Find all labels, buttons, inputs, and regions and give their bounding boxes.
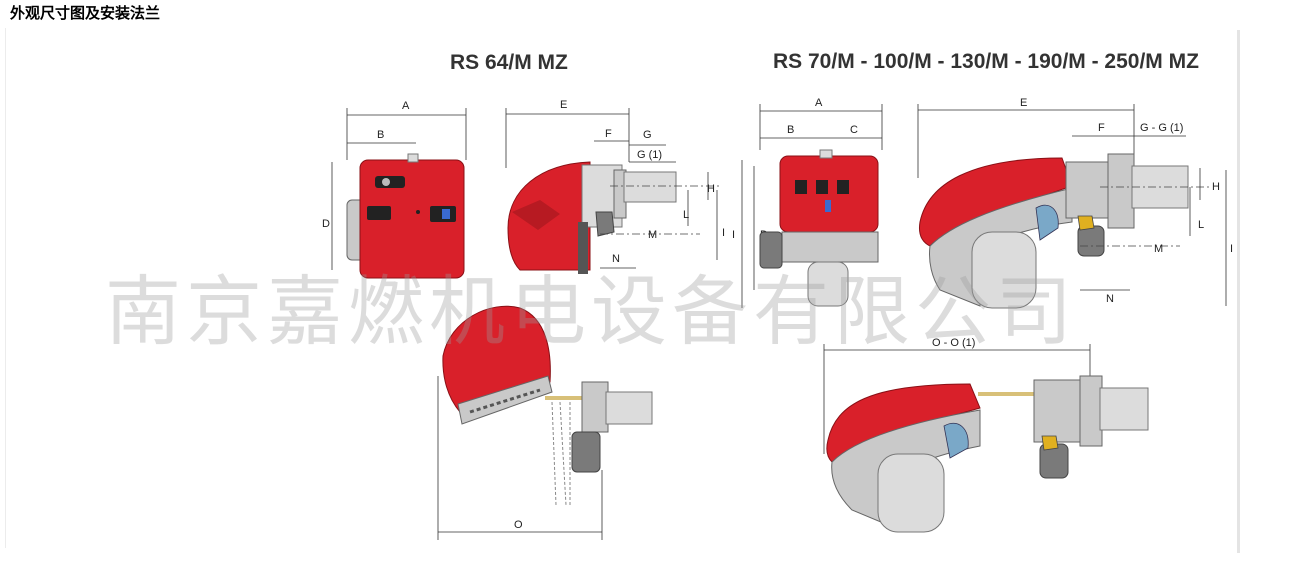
- dim-e-right: E: [1020, 97, 1027, 109]
- dim-a-right: A: [815, 97, 823, 109]
- dim-e-left: E: [560, 99, 567, 111]
- dim-f-right: F: [1098, 122, 1105, 134]
- dim-l-left: L: [683, 209, 689, 221]
- dim-g1-left: G (1): [637, 149, 662, 161]
- dim-m-right: M: [1154, 243, 1163, 255]
- dim-g-left: G: [643, 129, 652, 141]
- dim-d-left: D: [322, 218, 330, 230]
- dim-c-right: C: [850, 124, 858, 136]
- model-title-left: RS 64/M MZ: [450, 51, 568, 74]
- dim-oo1-right: O - O (1): [932, 337, 975, 349]
- left-open-view: O: [437, 305, 653, 540]
- dim-b-left: B: [377, 129, 384, 141]
- dim-o-left: O: [514, 519, 523, 531]
- dim-gg1-right: G - G (1): [1140, 122, 1183, 134]
- right-side-view: E F G - G (1) H L I M N: [917, 97, 1233, 309]
- right-front-view: A B C I D: [732, 97, 883, 308]
- dim-m-left: M: [648, 229, 657, 241]
- right-open-view: O - O (1): [823, 337, 1149, 533]
- dim-i-right-front: I: [732, 229, 735, 241]
- dim-b-right: B: [787, 124, 794, 136]
- left-divider: [5, 28, 6, 548]
- dim-i-left: I: [722, 227, 725, 239]
- left-side-view: E F G G (1) H L I M N: [505, 99, 725, 274]
- page-title: 外观尺寸图及安装法兰: [10, 4, 161, 22]
- dim-l-right: L: [1198, 219, 1204, 231]
- company-watermark: 南京嘉燃机电设备有限公司: [105, 267, 1077, 356]
- left-front-view: A B D: [322, 100, 467, 279]
- dim-h-left: H: [707, 183, 715, 195]
- dim-i-right: I: [1230, 243, 1233, 255]
- dim-f-left: F: [605, 128, 612, 140]
- dim-n-left: N: [612, 253, 620, 265]
- dim-h-right: H: [1212, 181, 1220, 193]
- right-scrollbar-edge: [1237, 30, 1240, 553]
- dim-a-left: A: [402, 100, 410, 112]
- model-title-right: RS 70/M - 100/M - 130/M - 190/M - 250/M …: [773, 50, 1199, 73]
- dim-n-right: N: [1106, 293, 1114, 305]
